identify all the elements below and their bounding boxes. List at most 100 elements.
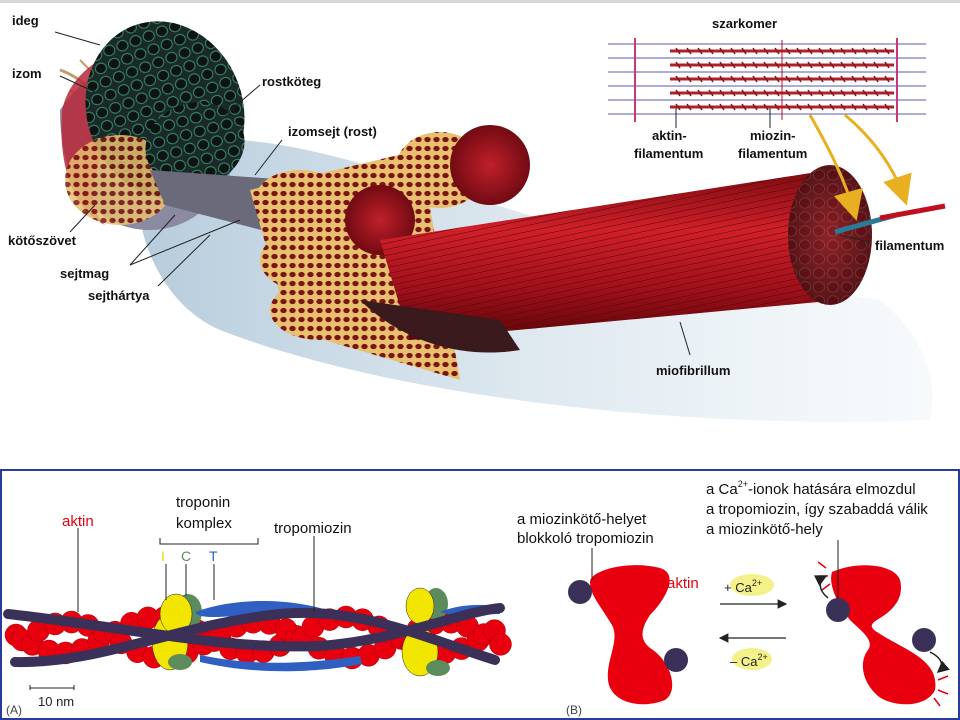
filament-detail	[834, 203, 946, 235]
label-miofibrillum: miofibrillum	[656, 363, 730, 378]
myosin-head	[708, 61, 714, 69]
myosin-head	[840, 103, 846, 111]
myosin-head	[774, 89, 780, 97]
myosin-head	[708, 103, 714, 111]
myosin-head	[829, 47, 835, 55]
myosin-head	[796, 89, 802, 97]
myosin-head	[796, 75, 802, 83]
troponin-t-1-lower	[200, 655, 362, 672]
myosin-head	[686, 75, 692, 83]
myosin-head	[741, 47, 747, 55]
panel-a-aktin-label: aktin	[62, 513, 94, 530]
myosin-head	[851, 89, 857, 97]
myosin-head	[686, 47, 692, 55]
panel-b-right-caption-2: a tropomiozin, így szabaddá válik	[706, 501, 928, 518]
tropomyosin-blocking-1	[568, 580, 592, 604]
myosin-head	[741, 75, 747, 83]
myosin-head	[675, 75, 681, 83]
myosin-head	[774, 103, 780, 111]
myosin-head	[697, 103, 703, 111]
label-szarkomer: szarkomer	[712, 16, 777, 31]
actin-monomer-blocked	[590, 565, 673, 705]
myosin-head	[752, 61, 758, 69]
myosin-head	[873, 75, 879, 83]
panel-a-thin-filament: aktin troponin komplex tropomiozin I C T…	[3, 494, 512, 717]
fiber-end-1	[450, 125, 530, 205]
myosin-head	[697, 47, 703, 55]
myosin-head	[884, 89, 890, 97]
myosin-head	[741, 89, 747, 97]
myosin-head	[873, 61, 879, 69]
myosin-head	[719, 89, 725, 97]
myosin-head	[774, 61, 780, 69]
myosin-head	[796, 61, 802, 69]
myosin-head	[774, 47, 780, 55]
myosin-head	[807, 61, 813, 69]
myosin-head	[785, 103, 791, 111]
open-state	[813, 561, 950, 707]
panel-a-troponin-label-1: troponin	[176, 494, 230, 511]
myosin-head	[873, 103, 879, 111]
myosin-head	[697, 75, 703, 83]
myosin-head	[862, 89, 868, 97]
myosin-head	[741, 61, 747, 69]
myosin-head	[675, 61, 681, 69]
tropomyosin-shifted-1	[826, 598, 850, 622]
myosin-head	[719, 75, 725, 83]
bottom-panel-frame	[0, 469, 960, 720]
troponin-c-2c	[426, 660, 450, 676]
top-labels: ideg izom rostköteg izomsejt (rost) kötő…	[8, 13, 944, 378]
myosin-head	[686, 89, 692, 97]
myosin-head	[851, 61, 857, 69]
troponin-t-label: T	[209, 548, 218, 564]
tropomyosin-shifted-2	[912, 628, 936, 652]
panel-b-left-caption-2: blokkoló tropomiozin	[517, 530, 654, 547]
top-illustration: ideg izom rostköteg izomsejt (rost) kötő…	[0, 0, 960, 422]
shift-arrow-2	[929, 651, 950, 673]
myosin-head	[763, 61, 769, 69]
myosin-head	[851, 47, 857, 55]
plus-ca-label: + Ca2+	[724, 578, 762, 595]
myosin-head	[829, 61, 835, 69]
myosin-head	[818, 89, 824, 97]
panel-a-leaders	[29, 528, 315, 690]
panel-b-right-caption-1: a Ca2+-ionok hatására elmozdul	[706, 479, 916, 498]
myosin-head	[796, 47, 802, 55]
myosin-head	[752, 75, 758, 83]
label-miozin-fil-1: miozin-	[750, 128, 796, 143]
myosin-head	[796, 103, 802, 111]
troponin-i-2b	[405, 587, 435, 625]
troponin-c-1c	[168, 654, 192, 670]
tropomyosin-blocking-2	[664, 648, 688, 672]
label-sejthartya: sejthártya	[88, 288, 150, 303]
panel-b-leaders	[591, 540, 839, 598]
myosin-head	[730, 47, 736, 55]
myosin-head	[763, 47, 769, 55]
myosin-head	[697, 89, 703, 97]
panel-b-aktin-label: aktin	[667, 575, 699, 592]
minus-ca-label: – Ca2+	[730, 652, 768, 669]
myosin-head	[730, 103, 736, 111]
myosin-head	[719, 103, 725, 111]
myosin-head	[851, 75, 857, 83]
label-izom: izom	[12, 66, 42, 81]
troponin-c-label: C	[181, 548, 191, 564]
myosin-head	[785, 75, 791, 83]
myosin-head	[829, 103, 835, 111]
myosin-head	[730, 61, 736, 69]
label-sejtmag: sejtmag	[60, 266, 109, 281]
label-filamentum: filamentum	[875, 238, 944, 253]
myosin-head	[873, 89, 879, 97]
panel-b-tag: (B)	[566, 703, 582, 717]
myosin-head	[840, 47, 846, 55]
myosin-head	[763, 75, 769, 83]
myosin-head	[818, 103, 824, 111]
myosin-head	[686, 103, 692, 111]
myosin-head	[829, 75, 835, 83]
myosin-head	[884, 61, 890, 69]
tropomyosin-strand-2	[10, 607, 500, 668]
myosin-head	[807, 89, 813, 97]
top-leader-lines	[54, 31, 912, 356]
troponin-i-label: I	[161, 548, 165, 564]
myosin-head	[686, 61, 692, 69]
